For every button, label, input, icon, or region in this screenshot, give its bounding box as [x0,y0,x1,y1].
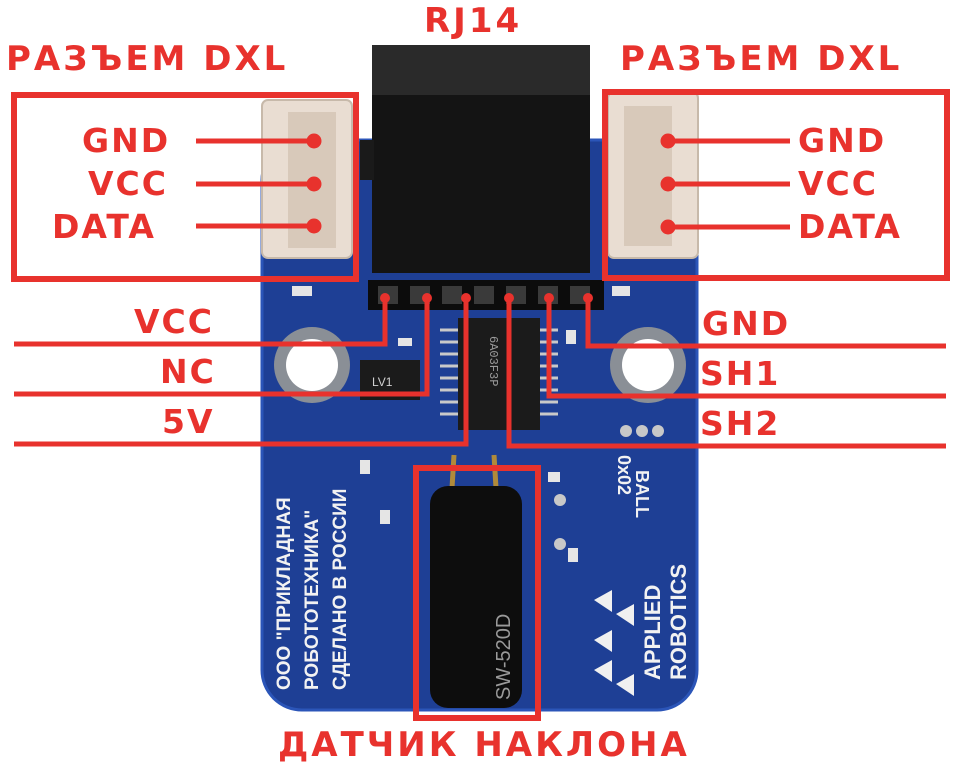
regulator-label: LV1 [372,375,393,389]
right-pin-data: DATA [798,207,902,246]
chip-marking: 6A03F3P [486,336,500,386]
silkscreen-address: 0x02 [614,455,634,495]
header-pin-5v: 5V [162,402,215,441]
right-connector-frame [602,89,950,281]
left-connector-frame [11,92,359,282]
applied-robotics-logo [594,590,634,696]
right-connector-title: РАЗЪЕМ DXL [620,39,903,79]
silkscreen-brand-1: APPLIED [640,585,665,680]
left-pin-data: DATA [52,207,156,246]
header-pin-sh2: SH2 [700,404,781,443]
silkscreen-company-3: СДЕЛАНО В РОССИИ [330,489,351,690]
header-pin-nc: NC [160,352,216,391]
ic-chip [458,318,540,430]
left-pin-vcc: VCC [88,164,168,203]
right-pin-gnd: GND [798,121,887,160]
sensor-frame [413,465,541,721]
tilt-sensor-body [430,486,522,708]
header-pin-gnd: GND [702,304,791,343]
silkscreen-brand-2: ROBOTICS [666,564,691,680]
sensor-model-label: SW-520D [493,614,515,700]
header-pin-vcc: VCC [134,302,214,341]
silkscreen-company-1: ООО "ПРИКЛАДНАЯ [274,497,295,690]
silkscreen-ball: BALL [632,470,652,518]
left-connector-title: РАЗЪЕМ DXL [6,39,289,79]
header-pin-sh1: SH1 [700,354,781,393]
right-pin-vcc: VCC [798,164,878,203]
sensor-title: ДАТЧИК НАКЛОНА [278,725,690,765]
left-pin-gnd: GND [82,121,171,160]
silkscreen-company-2: РОБОТОТЕХНИКА" [302,510,323,690]
rj14-label: RJ14 [424,1,523,41]
